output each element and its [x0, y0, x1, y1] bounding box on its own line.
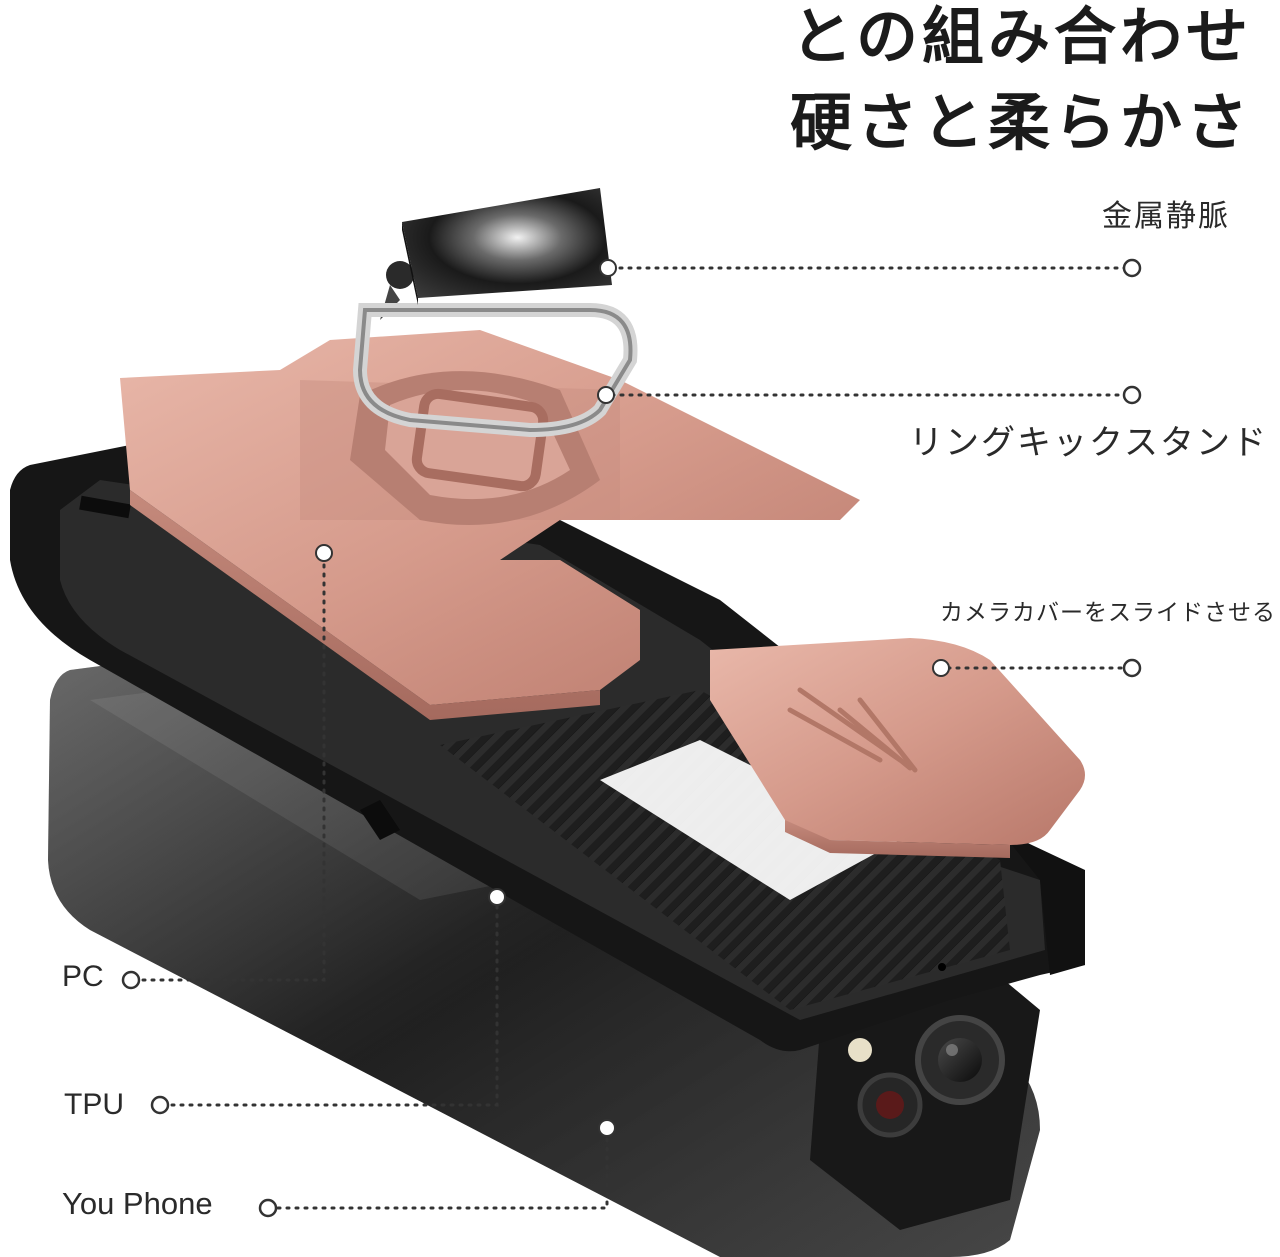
leader-pc — [138, 554, 326, 982]
marker-ring-icon — [258, 1198, 278, 1218]
marker-ring-icon — [1122, 658, 1142, 678]
ring-kickstand — [352, 261, 638, 438]
leader-tpu — [166, 895, 499, 1107]
leader-lines — [138, 266, 1127, 1210]
marker-dot-icon — [597, 386, 615, 404]
headline-line-1: との組み合わせ — [790, 0, 1252, 73]
callout-pc-layer: PC — [62, 960, 104, 993]
callout-metal-plate: 金属静脈 — [1102, 199, 1230, 234]
marker-ring-icon — [1122, 385, 1142, 405]
callout-phone: You Phone — [62, 1186, 213, 1221]
callout-camera-slider: カメラカバーをスライドさせる — [940, 600, 1276, 626]
marker-dot-icon — [598, 1119, 616, 1137]
headline-line-2: 硬さと柔らかさ — [789, 86, 1252, 159]
leader-phone — [276, 1128, 609, 1210]
callout-tpu-layer: TPU — [64, 1088, 124, 1121]
marker-ring-icon — [150, 1095, 170, 1115]
metal-plate — [402, 188, 612, 305]
camera-slide-cover — [710, 638, 1085, 858]
leader-markers — [121, 258, 1142, 1218]
flash-icon — [848, 1038, 872, 1062]
callout-ring-stand: リングキックスタンド — [909, 423, 1268, 463]
marker-dot-icon — [932, 659, 950, 677]
marker-dot-icon — [488, 888, 506, 906]
back-plate — [120, 330, 860, 720]
marker-ring-icon — [1122, 258, 1142, 278]
marker-dot-icon — [599, 259, 617, 277]
marker-dot-icon — [315, 544, 333, 562]
marker-ring-icon — [121, 970, 141, 990]
